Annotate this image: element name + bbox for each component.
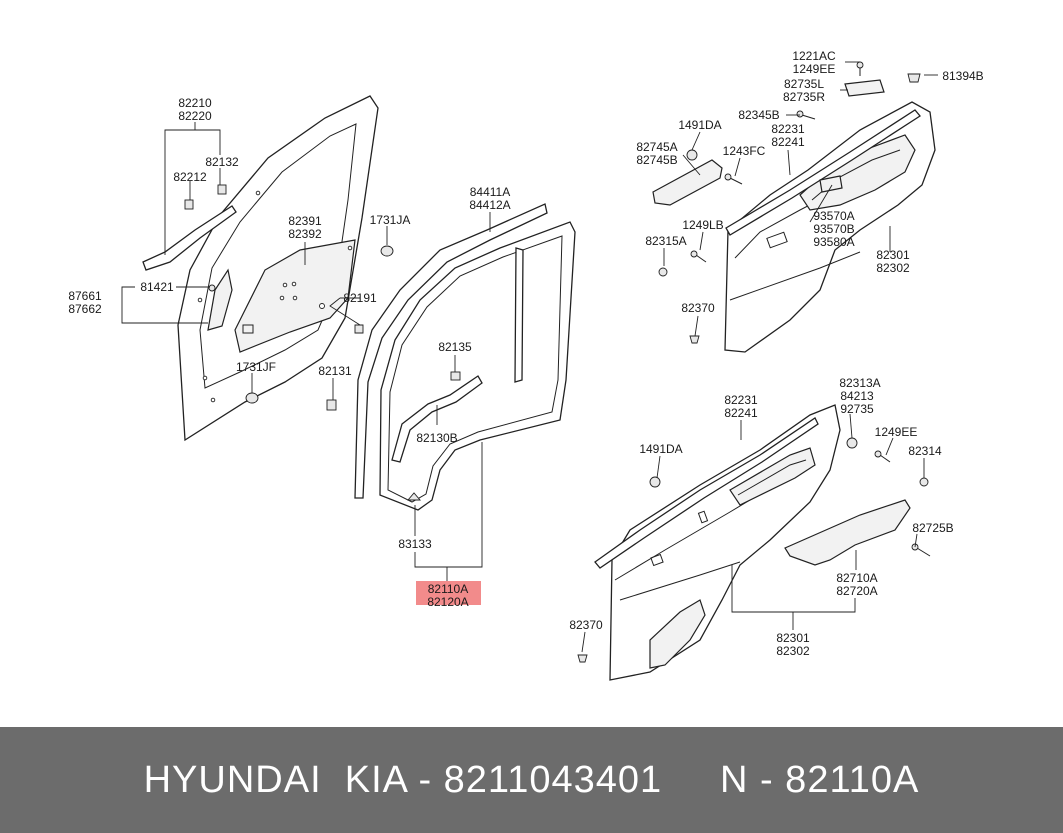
screw-1243FC-icon [724,173,743,185]
label-82735R: 82735R [783,90,825,104]
screw-1249LB-icon [690,250,707,263]
label-82315A: 82315A [645,234,686,248]
door-frame-part [177,95,379,442]
label-93570B: 93570B [813,222,854,236]
bracket-82745-part [652,159,723,206]
leader-lines [121,61,938,653]
clip-82314-icon [919,477,929,487]
label-82735L: 82735L [784,77,824,91]
clip-82135-icon [450,371,461,381]
clip-83133-icon [407,492,421,501]
clip-82132-icon [217,184,227,195]
label-82391: 82391 [288,214,322,228]
label-82745B: 82745B [636,153,677,167]
mirror-bracket-part [207,268,233,331]
label-82110A: 82110A [428,582,468,596]
label-82132: 82132 [205,155,239,169]
label-82392: 82392 [288,227,322,241]
label-82130B: 82130B [416,431,457,445]
clip-1491DA-bot-icon [649,476,661,488]
clip-82315A-icon [658,267,668,277]
screw-82345B-icon [796,110,816,120]
clip-82370-top-icon [689,335,700,344]
label-82135: 82135 [438,340,472,354]
label-84213: 84213 [840,389,874,403]
label-82370-top: 82370 [681,301,715,315]
label-82710A: 82710A [836,571,877,585]
armrest-strip-upper-part [725,109,921,236]
label-83133: 83133 [398,537,432,551]
label-93580A: 93580A [813,235,854,249]
part-labels: 82210 82220 82132 82212 82391 82392 1731… [68,49,983,658]
label-81421: 81421 [140,280,174,294]
handle-cap-82735-part [844,79,885,97]
label-84412A: 84412A [469,198,510,212]
footer-part-numbers: HYUNDAI KIA - 8211043401 N - 82110A [143,758,920,801]
belt-moulding-part [391,375,483,463]
door-weatherstrip-part [354,203,576,511]
part-number-footer: HYUNDAI KIA - 8211043401 N - 82110A [0,727,1063,833]
part-number-highlight [416,581,481,605]
grommet-1731JF-icon [245,392,259,404]
label-93570A: 93570A [813,209,854,223]
label-1249EE-top: 1249EE [793,62,836,76]
label-82231-top: 82231 [771,122,805,136]
label-82745A: 82745A [636,140,677,154]
bolt-82191-icon [354,324,364,334]
label-1249LB: 1249LB [682,218,723,232]
trim-panel-lower-part [609,404,841,681]
label-82720A: 82720A [836,584,877,598]
label-1491DA-top: 1491DA [678,118,721,132]
label-82241-bot: 82241 [724,406,758,420]
clip-82212-icon [184,199,194,210]
label-82231-bot: 82231 [724,393,758,407]
window-channel-part [142,205,237,271]
label-87661: 87661 [68,289,102,303]
label-1731JA: 1731JA [370,213,411,227]
label-1731JF: 1731JF [236,360,276,374]
parts-diagram: 82210 82220 82132 82212 82391 82392 1731… [68,49,984,681]
screw-1221AC-icon [856,61,864,76]
label-82120A: 82120A [427,595,468,609]
label-82313A: 82313A [839,376,880,390]
clip-82313A-icon [846,437,858,449]
label-82241-top: 82241 [771,135,805,149]
label-82302-top: 82302 [876,261,910,275]
handle-93570-part [819,175,843,193]
label-82210: 82210 [178,96,212,110]
label-87662: 87662 [68,302,102,316]
label-82220: 82220 [178,109,212,123]
clip-1491DA-top-icon [686,149,698,161]
label-82345B: 82345B [738,108,779,122]
label-82301-top: 82301 [876,248,910,262]
armrest-strip-lower-part [594,417,819,569]
label-1243FC: 1243FC [723,144,766,158]
label-1221AC: 1221AC [792,49,836,63]
label-82370-bot: 82370 [569,618,603,632]
label-82302-bot: 82302 [776,644,810,658]
screw-1249EE-bot-icon [874,450,891,463]
label-81394B: 81394B [942,69,983,83]
grommet-1731JA-icon [380,245,394,257]
armrest-bracket-82710-part [784,499,911,566]
label-1491DA-bot: 1491DA [639,442,682,456]
label-92735: 92735 [840,402,874,416]
label-82131: 82131 [318,364,352,378]
screw-82725B-icon [911,543,931,557]
label-82301-bot: 82301 [776,631,810,645]
label-84411A: 84411A [470,185,510,199]
label-82191: 82191 [343,291,377,305]
clip-82370-bot-icon [577,654,588,663]
clip-81394B-icon [907,73,921,83]
label-82725B: 82725B [912,521,953,535]
label-82314: 82314 [908,444,942,458]
clip-82131-icon [326,399,337,411]
label-82212: 82212 [173,170,207,184]
label-1249EE-bot: 1249EE [875,425,918,439]
clip-81421-icon [208,284,216,292]
